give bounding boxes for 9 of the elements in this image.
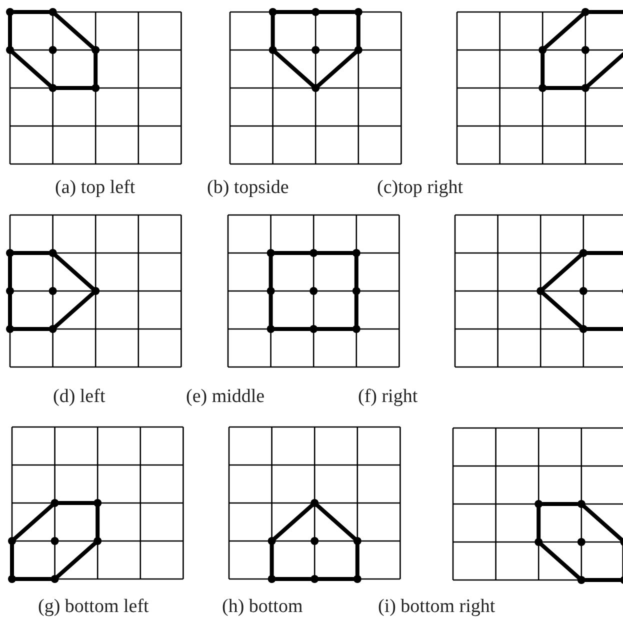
panel-caption: (e) middle <box>186 386 265 408</box>
panel-caption: (b) topside <box>207 177 289 199</box>
panel-caption: (f) right <box>358 386 418 408</box>
panel-caption: (i) bottom right <box>378 596 496 618</box>
panel-caption: (h) bottom <box>222 596 303 618</box>
panel-caption: (g) bottom left <box>38 596 149 618</box>
panel-caption: (a) top left <box>55 177 136 199</box>
panel-caption: (c)top right <box>377 177 464 199</box>
panel-caption: (d) left <box>53 386 106 408</box>
